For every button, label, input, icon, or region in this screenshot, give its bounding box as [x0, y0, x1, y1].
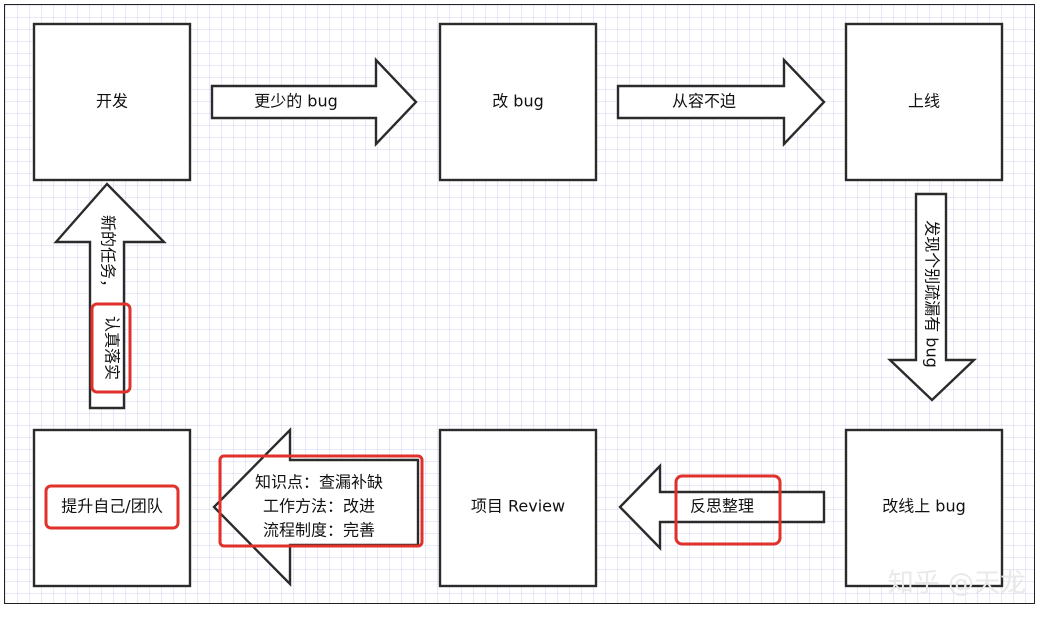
node-fix-bug	[438, 22, 598, 182]
node-fix-prod-bug-label: 改线上 bug	[882, 497, 966, 516]
arrow-calm-label: 从容不迫	[672, 92, 736, 111]
arrow-new-task	[53, 182, 167, 410]
highlight-reflect	[674, 474, 782, 546]
arrow-new-task-label-a: 新的任务，	[99, 215, 118, 295]
node-release-label: 上线	[908, 92, 940, 111]
arrow-new-task-label-b: 认真落实	[103, 316, 122, 380]
arrow-fewer-bugs-label: 更少的 bug	[254, 92, 338, 111]
node-project-review-label: 项目 Review	[471, 497, 565, 516]
arrow-reflect-label: 反思整理	[690, 497, 754, 516]
highlight-lessons	[218, 454, 424, 548]
node-develop	[32, 22, 192, 182]
highlight-new-task	[90, 302, 132, 394]
arrow-calm	[616, 57, 826, 147]
node-release	[844, 22, 1004, 182]
watermark: 知乎 @天龙	[888, 569, 1026, 599]
node-improve	[32, 428, 192, 588]
node-develop-label: 开发	[96, 92, 128, 111]
node-fix-bug-label: 改 bug	[492, 92, 544, 111]
arrow-fewer-bugs	[210, 57, 418, 147]
lesson-process: 流程制度：完善	[263, 521, 375, 540]
lesson-knowledge: 知识点：查漏补缺	[255, 473, 383, 492]
node-fix-prod-bug	[844, 428, 1004, 588]
node-improve-label: 提升自己/团队	[61, 497, 162, 516]
arrow-found-bugs	[887, 192, 977, 402]
node-project-review	[438, 428, 598, 588]
lesson-method: 工作方法：改进	[263, 497, 375, 516]
arrow-found-bugs-label: 发现个别疏漏有 bug	[923, 220, 942, 368]
arrow-reflect	[618, 463, 826, 551]
highlight-improve	[44, 484, 180, 530]
